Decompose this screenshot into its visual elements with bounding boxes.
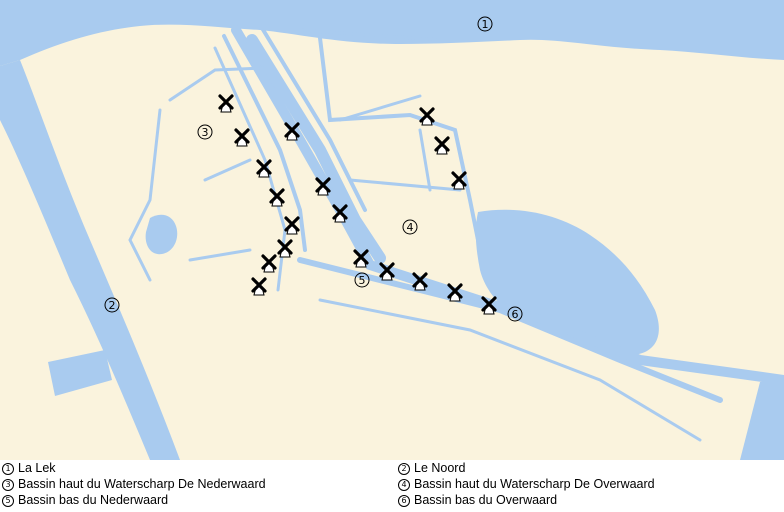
windmill-icon [261,254,277,273]
legend: 1 La Lek 2 Le Noord 3 Bassin haut du Waters… [0,460,784,512]
legend-item-3: 3 Bassin haut du Waterscharp De Nederwaar… [2,476,266,492]
pond-nederwaard [145,214,178,255]
windmills [218,94,497,315]
windmill-icon [284,216,300,235]
windmill-icon [277,239,293,258]
windmill-icon [269,188,285,207]
legend-text: Bassin haut du Waterscharp De Overwaard [414,477,655,491]
callout-2: 2 [104,297,120,313]
legend-symbol: 1 [2,463,14,475]
windmill-icon [451,171,467,190]
windmill-icon [481,296,497,315]
windmill-icon [353,249,369,268]
callout-5-label: 5 [359,274,366,287]
map-svg: 1 2 3 4 5 6 [0,0,784,460]
windmill-icon [218,94,234,113]
legend-item-4: 4 Bassin haut du Waterscharp De Overwaard [398,476,655,492]
legend-symbol: 6 [398,495,410,507]
river-noord [0,60,180,460]
water-bottom-right [740,380,784,460]
windmill-icon [284,122,300,141]
legend-symbol: 4 [398,479,410,491]
callout-3: 3 [197,124,213,140]
legend-text: Bassin bas du Overwaard [414,493,558,507]
windmill-icon [315,177,331,196]
legend-text: La Lek [18,461,56,475]
legend-item-1: 1 La Lek [2,460,56,476]
legend-symbol: 5 [2,495,14,507]
windmill-icon [332,204,348,223]
map-callouts: 1 2 3 4 5 6 [104,16,523,322]
map-area: 1 2 3 4 5 6 [0,0,784,460]
windmill-icon [234,128,250,147]
callout-4-label: 4 [407,221,414,234]
callout-1: 1 [477,16,493,32]
callout-5: 5 [354,272,370,288]
lake-overwaard [475,209,659,356]
callout-1-label: 1 [482,18,489,31]
legend-item-5: 5 Bassin bas du Nederwaard [2,492,168,508]
legend-text: Bassin bas du Nederwaard [18,493,169,507]
callout-4: 4 [402,219,418,235]
windmill-icon [434,136,450,155]
legend-item-2: 2 Le Noord [398,460,465,476]
windmill-icon [447,283,463,302]
windmill-icon [379,262,395,281]
callout-6: 6 [507,306,523,322]
land-background [0,0,784,460]
legend-symbol: 3 [2,479,14,491]
canals [128,25,784,442]
windmill-icon [412,272,428,291]
legend-item-6: 6 Bassin bas du Overwaard [398,492,557,508]
callout-3-label: 3 [202,126,209,139]
callout-6-label: 6 [512,308,519,321]
windmill-icon [251,277,267,296]
legend-symbol: 2 [398,463,410,475]
legend-text: Bassin haut du Waterscharp De Nederwaard [18,477,266,491]
callout-2-label: 2 [109,299,116,312]
river-lek [0,0,784,66]
windmill-icon [256,159,272,178]
windmill-icon [419,107,435,126]
legend-text: Le Noord [414,461,466,475]
noord-harbor [48,350,112,396]
